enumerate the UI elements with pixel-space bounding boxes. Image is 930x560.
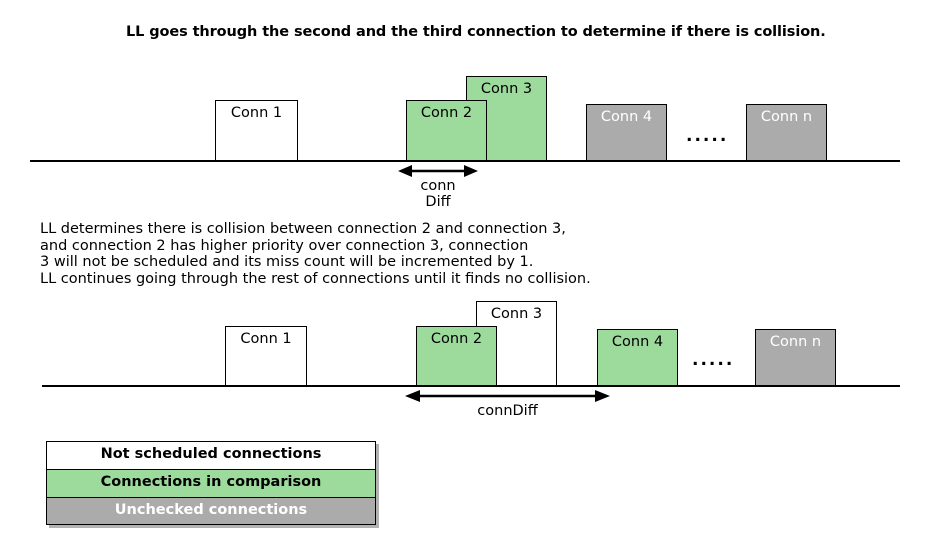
explanation-line-1: LL determines there is collision between… xyxy=(40,221,566,237)
legend: Not scheduled connections Connections in… xyxy=(46,441,376,525)
conn-diff-label-top-line1: conn xyxy=(420,178,456,194)
explanation-line-3: 3 will not be scheduled and its miss cou… xyxy=(40,254,534,270)
timeline-axis-top xyxy=(30,160,900,162)
conn-diff-label-top-line2: Diff xyxy=(425,193,451,210)
conn-diff-label-bottom: connDiff xyxy=(477,403,538,419)
conn-box-bottom-4[interactable]: Conn 4 xyxy=(597,329,678,386)
double-arrow-icon xyxy=(405,390,610,402)
timeline-axis-bottom xyxy=(42,385,900,387)
conn-box-top-1[interactable]: Conn 1 xyxy=(215,100,298,161)
conn-box-top-n[interactable]: Conn n xyxy=(746,104,827,161)
double-arrow-icon xyxy=(398,165,478,177)
explanation-paragraph: LL determines there is collision between… xyxy=(40,221,591,287)
conn-box-bottom-2[interactable]: Conn 2 xyxy=(416,326,497,386)
legend-row-not-scheduled: Not scheduled connections xyxy=(46,441,376,469)
conn-box-top-2[interactable]: Conn 2 xyxy=(406,100,487,161)
page-title: LL goes through the second and the third… xyxy=(126,24,826,40)
legend-row-unchecked: Unchecked connections xyxy=(46,497,376,525)
explanation-line-4: LL continues going through the rest of c… xyxy=(40,270,591,287)
explanation-line-2: and connection 2 has higher priority ove… xyxy=(40,237,529,254)
legend-row-in-comparison: Connections in comparison xyxy=(46,469,376,497)
conn-diff-label-top: conn Diff xyxy=(388,178,488,210)
ellipsis-top: ..... xyxy=(686,126,729,146)
conn-box-bottom-1[interactable]: Conn 1 xyxy=(225,326,307,386)
ellipsis-bottom: ..... xyxy=(692,350,735,370)
conn-diff-arrow-bottom xyxy=(405,388,610,404)
conn-box-top-4[interactable]: Conn 4 xyxy=(586,104,667,161)
conn-box-bottom-n[interactable]: Conn n xyxy=(755,329,836,386)
conn-diff-arrow-top xyxy=(398,163,478,179)
